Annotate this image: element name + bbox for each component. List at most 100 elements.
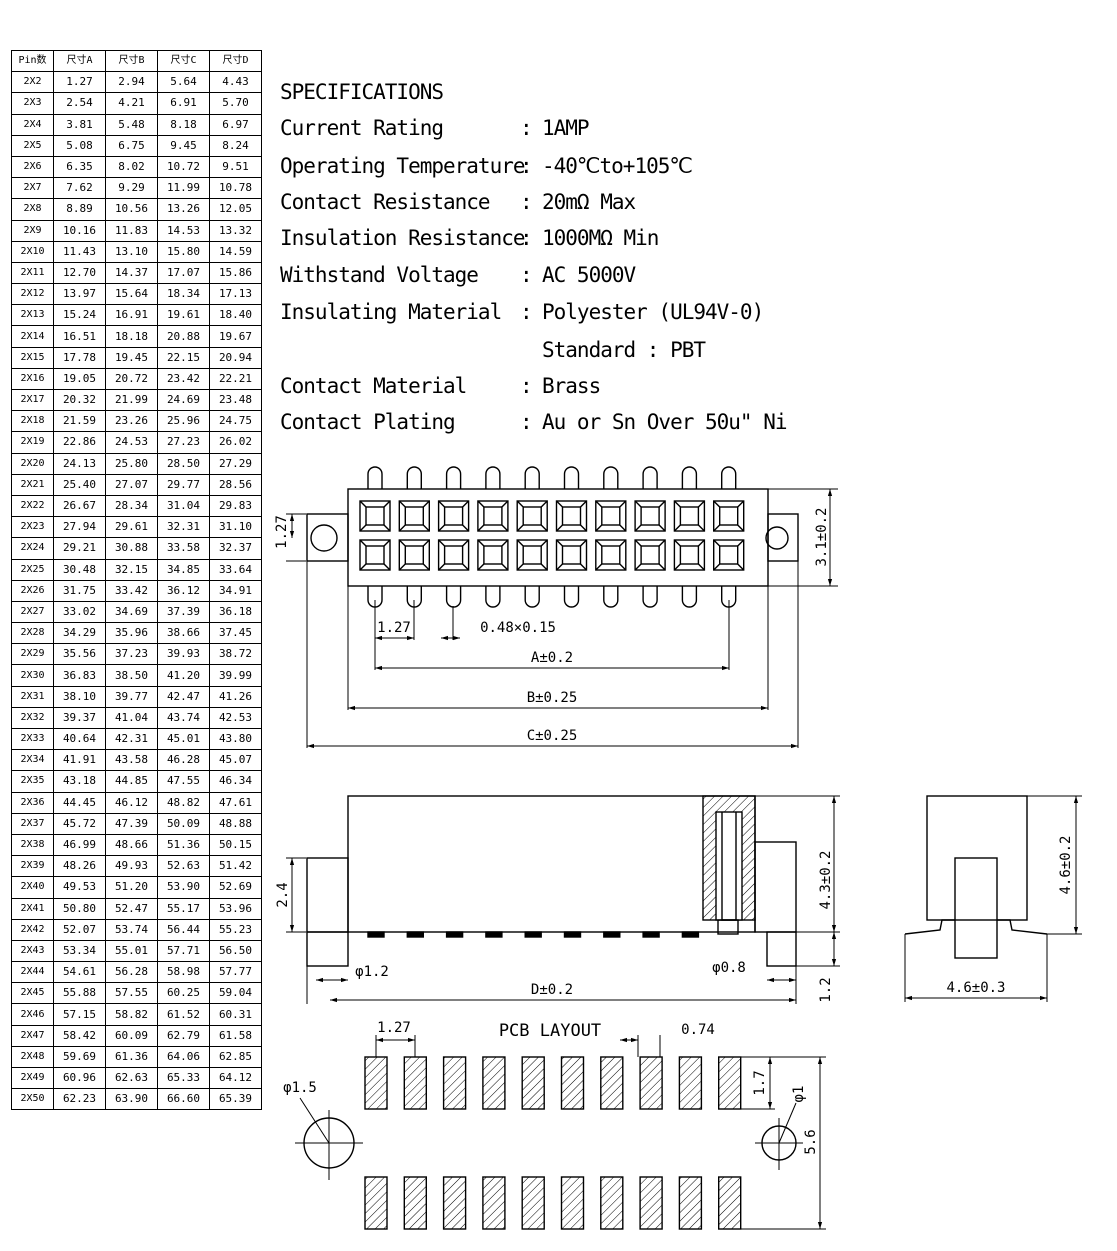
cavity-edge (634, 563, 642, 571)
pin-bottom (603, 586, 619, 608)
pin-bottom (524, 586, 540, 608)
contact-cavity (437, 500, 470, 532)
spec-value: Au or Sn Over 50u" Ni (542, 410, 788, 434)
cavity-edge (556, 539, 563, 547)
cavity-edge (673, 524, 681, 532)
cavity-edge (556, 563, 563, 571)
pad-bottom-row (521, 1176, 545, 1230)
cell-dimension: 23.26 (105, 410, 158, 433)
pin-top (406, 466, 422, 489)
cell-dimension: 37.39 (157, 600, 210, 624)
pad-top-row (639, 1056, 663, 1110)
cavity-edge (398, 539, 406, 547)
side-lead-left (904, 919, 955, 935)
cavity-edge (516, 563, 524, 571)
cavity-edge (619, 500, 627, 508)
contact-slot (715, 811, 743, 921)
contact-tail (717, 919, 739, 935)
spec-separator: : (520, 154, 533, 178)
contact-cavity (634, 539, 666, 571)
cavity-edge (422, 539, 430, 547)
pin-tail (367, 931, 385, 938)
side-lead-right (997, 919, 1048, 935)
cavity-edge (580, 524, 587, 532)
pin-tail (524, 931, 542, 938)
cell-dimension: 24.69 (157, 388, 210, 412)
contact-cavity (713, 500, 745, 532)
cell-dimension: 66.60 (157, 1088, 210, 1111)
cell-dimension: 55.23 (209, 918, 262, 941)
pad-bottom-row (364, 1176, 388, 1230)
pad-bottom-row (718, 1176, 742, 1230)
spec-label: Operating Temperature (280, 154, 526, 178)
row-span-label: 5.6 (803, 1129, 819, 1154)
pad-top-row (600, 1056, 624, 1110)
contact-cavity-inner (640, 506, 660, 526)
contact-cavity (555, 500, 588, 532)
spec-value: Standard : PBT (542, 338, 706, 362)
cavity-edge (673, 539, 681, 547)
spec-separator: : (520, 263, 533, 287)
pitch-label: 1.27 (377, 620, 411, 636)
cell-dimension: 45.07 (209, 749, 262, 772)
cell-dimension: 9.29 (105, 177, 158, 200)
cell-dimension: 36.12 (157, 579, 210, 602)
left-peg-circle (310, 524, 338, 552)
cavity-edge (580, 500, 587, 508)
cell-dimension: 15.64 (105, 283, 158, 306)
cavity-edge (697, 539, 705, 547)
cavity-edge (359, 524, 367, 532)
cell-dimension: 60.96 (53, 1066, 106, 1090)
cavity-edge (713, 524, 721, 532)
cell-dimension: 63.90 (105, 1088, 158, 1111)
cavity-edge (462, 524, 470, 532)
cavity-edge (619, 563, 627, 571)
cell-dimension: 31.10 (209, 516, 262, 539)
leader-line (299, 1097, 330, 1144)
cavity-edge (398, 500, 406, 508)
contact-cavity (359, 500, 391, 532)
contact-cavity-inner (483, 545, 503, 565)
contact-cavity-inner (443, 545, 464, 565)
width-label: 4.6±0.3 (946, 980, 1005, 996)
cavity-edge (359, 563, 367, 571)
pin-tail (603, 931, 621, 938)
cavity-edge (438, 563, 446, 571)
pin-top (485, 466, 501, 489)
cavity-edge (516, 524, 524, 532)
front-right-tab (754, 841, 797, 933)
cell-dimension: 39.37 (53, 706, 106, 730)
cavity-edge (697, 563, 705, 571)
pin-tail (485, 931, 503, 938)
spec-separator: : (520, 226, 533, 250)
pad-top-row (364, 1056, 388, 1110)
cell-dimension: 37.23 (105, 643, 158, 666)
spec-separator: : (520, 116, 533, 140)
cell-dimension: 19.05 (53, 367, 106, 391)
pad-top-row (403, 1056, 427, 1110)
contact-cavity (595, 539, 627, 571)
side-housing (926, 795, 1028, 921)
cell-dimension: 38.66 (157, 622, 210, 645)
pad-bottom-row (403, 1176, 427, 1230)
pin-bottom (681, 586, 698, 608)
contact-cavity-inner (561, 506, 582, 526)
contact-cavity-inner (679, 506, 700, 526)
cell-dimension: 23.48 (209, 388, 262, 412)
cavity-edge (595, 500, 603, 508)
cell-dimension: 13.32 (209, 219, 262, 242)
cell-dimension: 29.83 (209, 494, 262, 518)
contact-cavity-inner (404, 506, 424, 526)
spec-label: Contact Material (280, 374, 467, 398)
